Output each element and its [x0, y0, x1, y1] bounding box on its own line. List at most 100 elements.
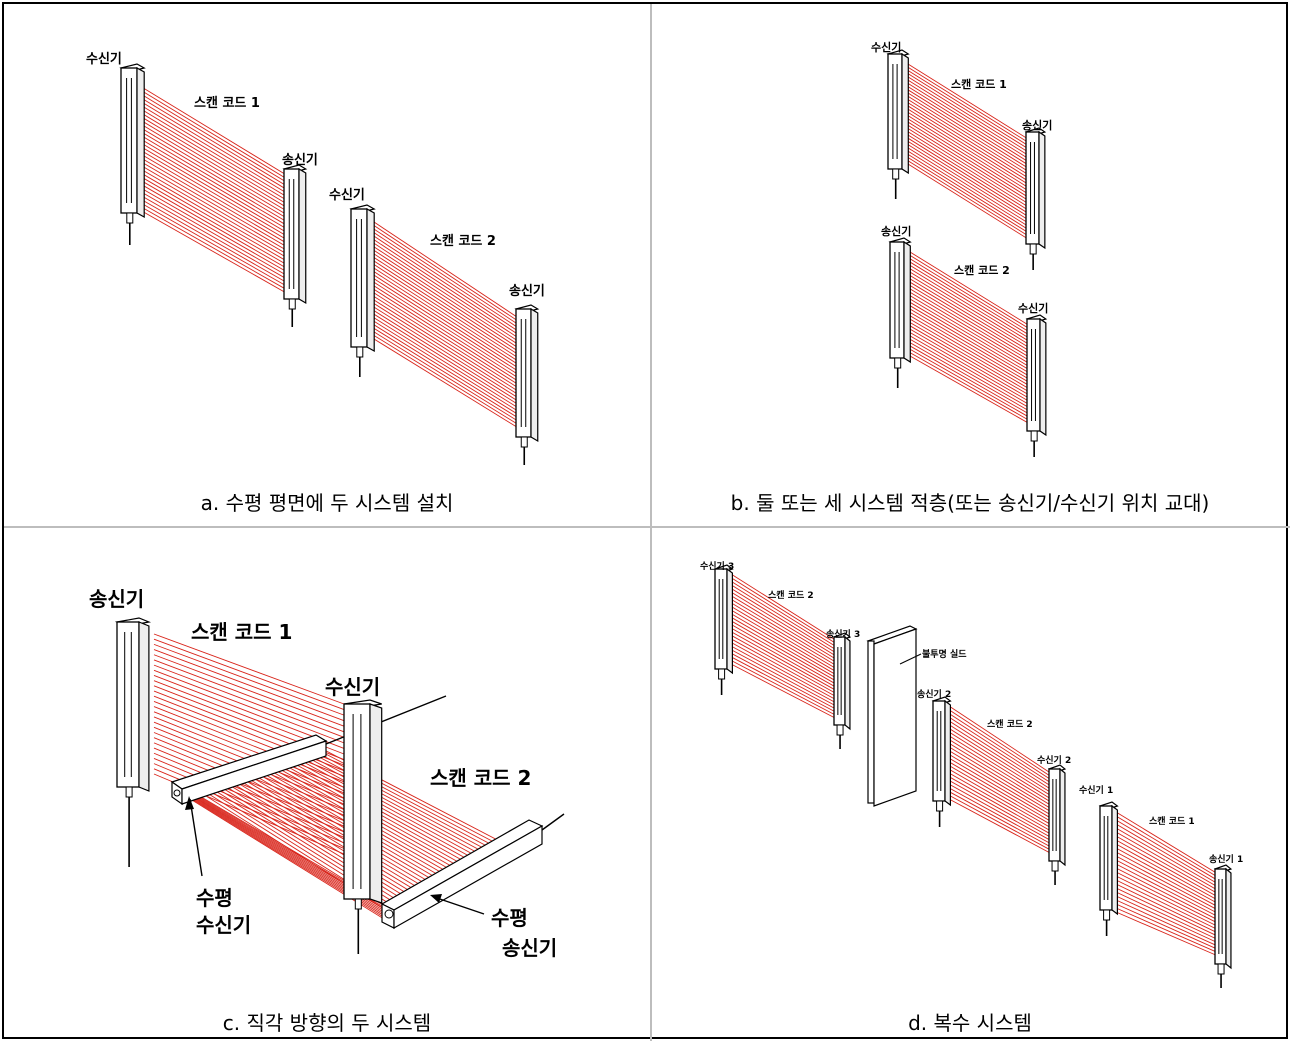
beam-line [225, 768, 430, 891]
beam-line [909, 258, 1031, 333]
label-c-scancode-2: 스캔 코드 2 [430, 766, 532, 790]
beam-line [1115, 883, 1219, 934]
beam-line [907, 99, 1029, 175]
caption-d: d. 복수 시스템 [908, 1011, 1032, 1035]
beam-line [948, 709, 1053, 778]
beam-line [948, 720, 1053, 788]
beam-line [948, 735, 1053, 800]
connector [892, 168, 900, 180]
beam-line [730, 631, 838, 692]
beam-line [909, 342, 1031, 412]
beam-line [907, 95, 1029, 172]
beam-line [730, 609, 838, 673]
beam-line [139, 145, 289, 234]
column-side [844, 635, 851, 731]
beam-line [909, 345, 1031, 415]
column-body [889, 241, 905, 359]
beam-line [153, 763, 345, 844]
beam-line [730, 591, 838, 657]
column-b-emitter-2 [888, 237, 912, 388]
beam-line [373, 221, 521, 320]
column-d-receiver-3 [713, 564, 734, 695]
beam-line [948, 798, 1053, 855]
beam-line [730, 634, 838, 695]
label-a-receiver-2: 수신기 [329, 188, 365, 203]
beam-line [297, 745, 499, 853]
beam-line [948, 772, 1053, 832]
beams-b-2 [909, 251, 1031, 425]
shield-face [873, 628, 917, 807]
beam-line [373, 249, 521, 347]
beam-line [139, 93, 289, 184]
beam-line [730, 584, 838, 651]
column-b-emitter-1 [1024, 127, 1047, 270]
beam-line [1115, 871, 1219, 924]
beam-line [373, 253, 521, 350]
beam-line [139, 194, 289, 281]
label-a-scancode-1: 스캔 코드 1 [194, 96, 260, 111]
beam-line [139, 85, 289, 177]
beam-line [909, 305, 1031, 377]
beam-line [730, 598, 838, 664]
beam-line [139, 164, 289, 252]
column-body [116, 621, 140, 788]
beam-line [948, 794, 1053, 852]
beam-line [139, 119, 289, 209]
beam-line [909, 301, 1031, 374]
beam-line [139, 126, 289, 216]
label-b-scancode-1: 스캔 코드 1 [951, 78, 1007, 91]
label-d-receiver-3: 수신기 3 [700, 562, 735, 572]
beam-line [907, 128, 1029, 204]
column-body [1048, 768, 1061, 862]
arrow-horizontal-receiver [189, 798, 203, 877]
beam-line [373, 246, 521, 343]
label-c-scancode-1: 스캔 코드 1 [191, 620, 293, 644]
beam-line [907, 92, 1029, 169]
beam-line [907, 131, 1029, 208]
label-c-horizontal-emitter-2: 송신기 [502, 936, 558, 960]
connector [1217, 963, 1225, 975]
connector [126, 212, 134, 224]
beam-line [373, 288, 521, 383]
beam-line [907, 66, 1029, 143]
connector [288, 298, 296, 310]
column-d-emitter-1 [1213, 864, 1233, 988]
column-d-receiver-1 [1098, 801, 1119, 936]
beam-line [907, 118, 1029, 195]
beam-line [907, 157, 1029, 233]
beam-line [1115, 887, 1219, 937]
beam-line [730, 660, 838, 717]
column-a-emitter-1 [282, 164, 308, 327]
label-c-emitter: 송신기 [89, 587, 145, 611]
beam-line [909, 261, 1031, 336]
beam-line [373, 317, 521, 410]
connector [936, 800, 944, 812]
beam-line [730, 602, 838, 667]
beam-line [730, 645, 838, 704]
bar-c-horizontal-emitter [380, 813, 565, 930]
beam-line [286, 748, 488, 859]
beam-line [909, 348, 1031, 419]
beam-line [907, 163, 1029, 240]
beam-line [373, 232, 521, 330]
vertical-divider [650, 4, 652, 1041]
beam-line [139, 160, 289, 248]
beam-line [373, 235, 521, 333]
shield-pointer [899, 653, 922, 665]
beam-line [948, 757, 1053, 820]
beam-line [139, 89, 289, 180]
beam-line [730, 580, 838, 648]
beam-line [1115, 903, 1219, 950]
column-side [901, 52, 909, 175]
shield-edge [867, 640, 875, 804]
beam-line [1115, 867, 1219, 921]
beam-line [907, 102, 1029, 179]
horizontal-divider [4, 526, 1290, 528]
beam-line [909, 352, 1031, 422]
column-d-emitter-2 [931, 696, 952, 827]
label-d-emitter-1: 송신기 1 [1209, 855, 1244, 865]
column-body [350, 208, 368, 348]
beam-line [1115, 863, 1219, 918]
label-c-horizontal-receiver-1: 수평 [196, 886, 233, 910]
beam-line [305, 742, 506, 849]
